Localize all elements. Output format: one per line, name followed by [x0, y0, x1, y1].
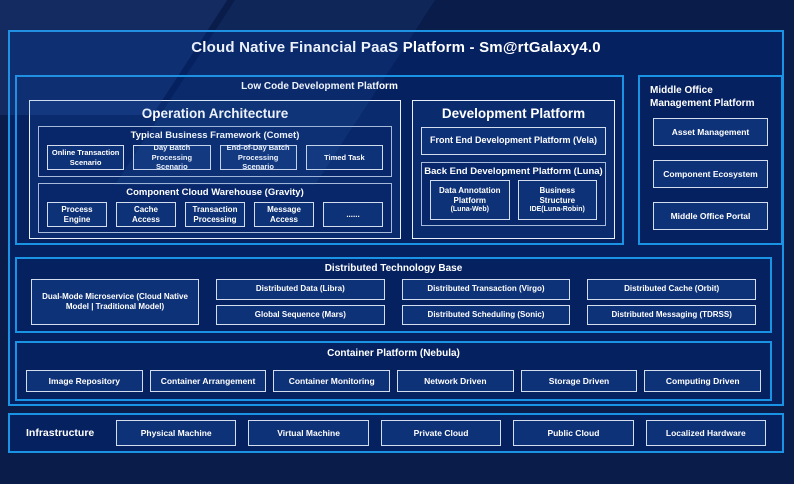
section-distributed-technology-base: Distributed Technology Base Dual-Mode Mi…	[15, 257, 772, 333]
middle-office-platform-label: Middle Office Management Platform	[650, 85, 755, 109]
section-container-platform: Container Platform (Nebula) Image Reposi…	[15, 341, 772, 401]
distributed-grid: Dual-Mode Microservice (Cloud Native Mod…	[31, 279, 756, 325]
node-virtual-machine: Virtual Machine	[248, 420, 369, 446]
section-low-code-platform: Low Code Development Platform Operation …	[15, 75, 624, 245]
node-physical-machine: Physical Machine	[116, 420, 237, 446]
node-global-sequence: Global Sequence (Mars)	[216, 304, 385, 325]
node-business-structure-ide-code: IDE(Luna-Robin)	[529, 205, 585, 213]
node-front-end-development-platform: Front End Development Platform (Vela)	[421, 127, 606, 155]
section-infrastructure: Infrastructure Physical Machine Virtual …	[8, 413, 784, 453]
node-distributed-cache: Distributed Cache (Orbit)	[587, 279, 756, 300]
development-platform-box: Development Platform Front End Developme…	[412, 100, 615, 239]
typical-business-framework-title: Typical Business Framework (Comet)	[130, 130, 300, 141]
node-distributed-data: Distributed Data (Libra)	[216, 279, 385, 300]
node-data-annotation-platform-name: Data Annotation Platform	[439, 185, 501, 205]
back-end-development-platform-title: Back End Development Platform (Luna)	[424, 166, 603, 177]
operation-architecture-box: Operation Architecture Typical Business …	[29, 100, 401, 239]
node-transaction-processing: Transaction Processing	[185, 202, 245, 227]
node-public-cloud: Public Cloud	[513, 420, 634, 446]
node-localized-hardware: Localized Hardware	[645, 420, 767, 446]
infrastructure-label: Infrastructure	[26, 427, 95, 439]
operation-architecture-title: Operation Architecture	[141, 106, 289, 121]
node-cache-access: Cache Access	[116, 202, 176, 227]
node-asset-management: Asset Management	[653, 118, 768, 146]
node-business-structure-ide-name: Business Structure	[539, 185, 576, 205]
node-day-batch-processing-scenario: Day Batch Processing Scenario	[133, 143, 211, 171]
container-platform-row: Image Repository Container Arrangement C…	[26, 370, 762, 392]
node-process-engine: Process Engine	[47, 202, 107, 227]
node-network-driven: Network Driven	[397, 370, 514, 392]
node-end-of-day-batch-processing-scenario: End-of-Day Batch Processing Scenario	[219, 143, 297, 171]
node-computing-driven: Computing Driven	[644, 370, 762, 392]
node-business-structure-ide: Business Structure IDE(Luna-Robin)	[517, 180, 597, 220]
node-timed-task: Timed Task	[305, 145, 383, 170]
container-platform-label: Container Platform (Nebula)	[327, 348, 460, 359]
node-distributed-scheduling: Distributed Scheduling (Sonic)	[401, 304, 571, 325]
component-cloud-warehouse-box: Component Cloud Warehouse (Gravity) Proc…	[38, 183, 392, 233]
node-private-cloud: Private Cloud	[380, 420, 502, 446]
node-container-arrangement: Container Arrangement	[149, 370, 267, 392]
node-message-access: Message Access	[254, 202, 314, 227]
node-dual-mode-microservice: Dual-Mode Microservice (Cloud Native Mod…	[31, 279, 199, 325]
page-title: Cloud Native Financial PaaS Platform - S…	[191, 39, 601, 56]
distributed-technology-base-label: Distributed Technology Base	[324, 263, 463, 274]
development-platform-title: Development Platform	[441, 106, 586, 121]
node-distributed-transaction: Distributed Transaction (Virgo)	[401, 279, 571, 300]
node-storage-driven: Storage Driven	[520, 370, 638, 392]
node-online-transaction-scenario: Online Transaction Scenario	[47, 145, 125, 170]
main-panel: Cloud Native Financial PaaS Platform - S…	[8, 30, 784, 406]
section-middle-office-platform: Middle Office Management Platform Asset …	[638, 75, 783, 245]
node-component-ecosystem: Component Ecosystem	[653, 160, 768, 188]
node-container-monitoring: Container Monitoring	[273, 370, 391, 392]
node-middle-office-portal: Middle Office Portal	[653, 202, 768, 230]
node-ellipsis: ......	[323, 202, 383, 227]
node-image-repository: Image Repository	[26, 370, 143, 392]
low-code-platform-label: Low Code Development Platform	[241, 81, 398, 92]
node-data-annotation-platform-code: (Luna-Web)	[450, 205, 489, 213]
node-distributed-messaging: Distributed Messaging (TDRSS)	[587, 304, 756, 325]
back-end-development-platform-box: Back End Development Platform (Luna) Dat…	[421, 162, 606, 226]
component-cloud-warehouse-title: Component Cloud Warehouse (Gravity)	[126, 187, 304, 198]
typical-business-framework-box: Typical Business Framework (Comet) Onlin…	[38, 126, 392, 177]
node-data-annotation-platform: Data Annotation Platform (Luna-Web)	[430, 180, 510, 220]
